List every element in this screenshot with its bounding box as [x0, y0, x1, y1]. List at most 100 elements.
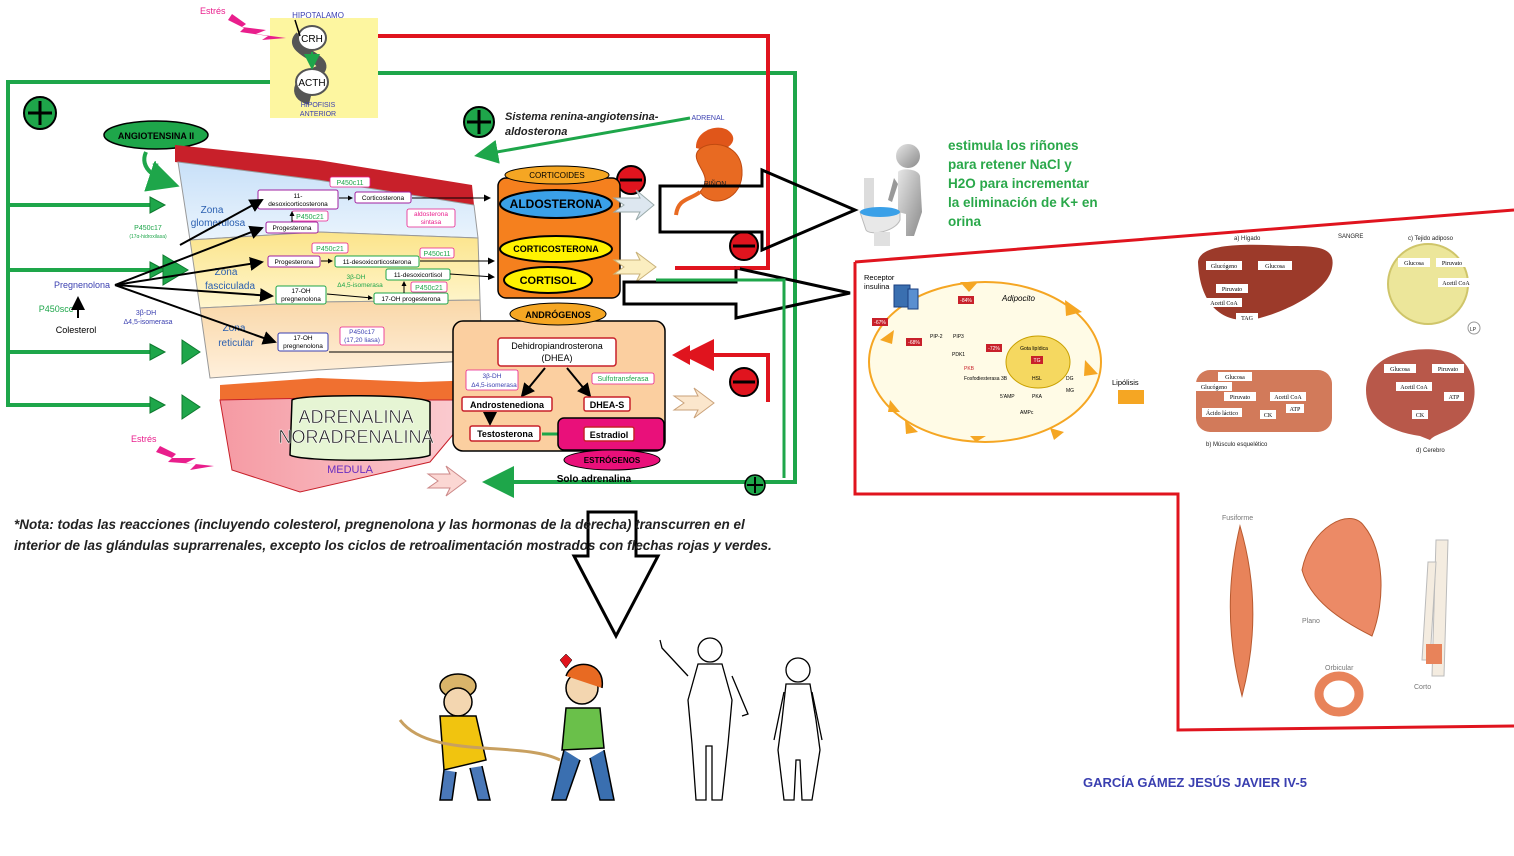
- orbicular-muscle-illustration: [1314, 671, 1364, 717]
- enzyme-label: Δ4,5-isomerasa: [337, 282, 383, 289]
- hormone-label: Progesterona: [272, 225, 311, 232]
- cortisol-green-loop: [656, 278, 786, 478]
- gota-label: Gota lipídica: [1020, 346, 1048, 352]
- enzyme-label: P450c11: [423, 251, 450, 258]
- solo-adrenalina-label: Solo adrenalina: [557, 474, 632, 485]
- metabolite-label: Acetil CoA: [1274, 395, 1302, 401]
- green-feedback-loop: [6, 71, 797, 498]
- stress-bottom-label: Estrés: [131, 434, 157, 444]
- estradiol-label: Estradiol: [590, 430, 629, 440]
- hormone-box: [277, 332, 329, 352]
- pct-badge: [872, 318, 888, 326]
- androstenediona-box: [461, 396, 553, 412]
- raas-label-2: aldosterona: [505, 126, 567, 138]
- enzyme-label: P450c11: [336, 180, 363, 187]
- metabolite-label: TAG: [1241, 316, 1254, 322]
- reaction-arrow: [520, 367, 546, 398]
- stress-bolt-icon: [228, 14, 286, 40]
- metabolite-label: Acetil CoA: [1400, 385, 1428, 391]
- angiotensin-arrow: [142, 151, 180, 192]
- muscle-label: b) Músculo esquelético: [1206, 442, 1268, 448]
- hormone-label: 17-OH: [293, 335, 312, 342]
- pituitary-label-2: ANTERIOR: [300, 111, 336, 118]
- medulla-top-band: [220, 378, 482, 402]
- enzyme-box: [591, 372, 655, 385]
- stress-bolt-icon: [156, 446, 214, 470]
- toilet-figure-icon: [859, 144, 922, 246]
- hormone-label: Corticosterona: [362, 195, 405, 202]
- muscle-illustration: [1196, 370, 1332, 432]
- enzyme-label: Δ4,5-isomerasa: [471, 382, 517, 389]
- pathway-label: 5'AMP: [1000, 394, 1015, 400]
- adipose-label: c) Tejido adiposo: [1408, 236, 1454, 242]
- cortisol-label: CORTISOL: [520, 275, 577, 287]
- testosterona-label: Testosterona: [477, 429, 534, 439]
- angiotensin-ellipse: [103, 120, 209, 150]
- metabolite-label: CK: [1416, 413, 1425, 419]
- brain-label: d) Cerebro: [1416, 448, 1445, 454]
- metabolite-label: CK: [1264, 413, 1273, 419]
- plano-label: Plano: [1302, 618, 1320, 625]
- crh-label: CRH: [301, 34, 323, 45]
- author-credit: GARCÍA GÁMEZ JESÚS JAVIER IV-5: [1083, 775, 1307, 790]
- corticoids-title: CORTICOIDES: [529, 171, 584, 180]
- colesterol-label: Colesterol: [56, 325, 97, 335]
- metabolite-label: Glucógeno: [1201, 385, 1227, 391]
- enzyme-box: [329, 176, 371, 188]
- metabolite-label: Glucosa: [1390, 367, 1410, 373]
- effect-arrow: [622, 266, 851, 320]
- lipolisis-box: [1118, 390, 1144, 404]
- metabolite-label: Piruvato: [1230, 395, 1250, 401]
- stress-top-label: Estrés: [200, 6, 226, 16]
- pct-label: -72%: [988, 346, 1000, 352]
- metabolite-label: Glucosa: [1265, 264, 1285, 270]
- pathway-label: PDK1: [952, 352, 965, 358]
- raas-label-1: Sistema renina-angiotensina-: [505, 111, 659, 123]
- pituitary-label-1: HIPOFISIS: [301, 102, 336, 109]
- fusiforme-label: Fusiforme: [1222, 515, 1253, 522]
- zona-fasciculada-label-2: fasciculada: [205, 281, 255, 292]
- enzyme-box: [311, 242, 349, 254]
- estrogenos-label: ESTRÓGENOS: [584, 456, 641, 465]
- minus-icon: [729, 231, 759, 261]
- cartoon-couple-illustration: [398, 653, 615, 801]
- enzyme-label: Sulfotransferasa: [598, 376, 649, 383]
- pct-label: -67%: [874, 320, 886, 326]
- estrogenos-ellipse: [563, 449, 661, 471]
- pct-label: -68%: [908, 340, 920, 346]
- p450scc-label: P450scc: [39, 304, 74, 314]
- enzyme-box: [419, 247, 455, 259]
- pct-label: -84%: [960, 298, 972, 304]
- metabolite-boxes: Glucógeno Glucosa Piruvato Acetil CoA TA…: [1196, 258, 1474, 419]
- kidney-effect-text: estimula los riñones para retener NaCl y…: [948, 138, 1098, 229]
- lipolisis-label: Lipólisis: [1112, 378, 1139, 387]
- corticoids-title-ellipse: [504, 165, 610, 185]
- enzyme-box: [465, 369, 519, 391]
- enzyme-label: P450c21: [296, 214, 324, 221]
- hormone-label: 17-OH: [291, 288, 310, 295]
- receptor-label-1: Receptor: [864, 273, 895, 282]
- reaction-arrow: [566, 367, 592, 398]
- pathway-label: AMPc: [1020, 410, 1034, 416]
- hormone-box: [275, 285, 327, 305]
- liver-label: a) Hígado: [1234, 236, 1261, 242]
- hormone-label: 11-desoxicortisol: [394, 272, 443, 279]
- pct-badge: [958, 296, 974, 304]
- crh-stem: [294, 19, 301, 37]
- metabolite-label: Glucosa: [1225, 375, 1245, 381]
- reaction-arrow: [449, 273, 495, 281]
- output-arrow-icon: [426, 465, 467, 497]
- hormone-box: [334, 255, 420, 268]
- human-outline-illustration: [659, 637, 823, 801]
- medulla-label: MEDULA: [327, 464, 374, 476]
- acth-label: ACTH: [298, 78, 325, 89]
- metabolite-label: ATP: [1290, 407, 1301, 413]
- orbicular-label: Orbicular: [1325, 665, 1354, 672]
- plus-icon: [744, 474, 766, 496]
- aldosterona-ellipse: [499, 189, 613, 219]
- enzyme-box: [410, 281, 448, 293]
- metabolite-label: Glucógeno: [1211, 264, 1237, 270]
- hypothalamus-label: HIPOTALAMO: [292, 11, 344, 20]
- angiotensin-label: ANGIOTENSINA II: [118, 131, 194, 141]
- enzyme-label: 3β-DH: [483, 373, 502, 380]
